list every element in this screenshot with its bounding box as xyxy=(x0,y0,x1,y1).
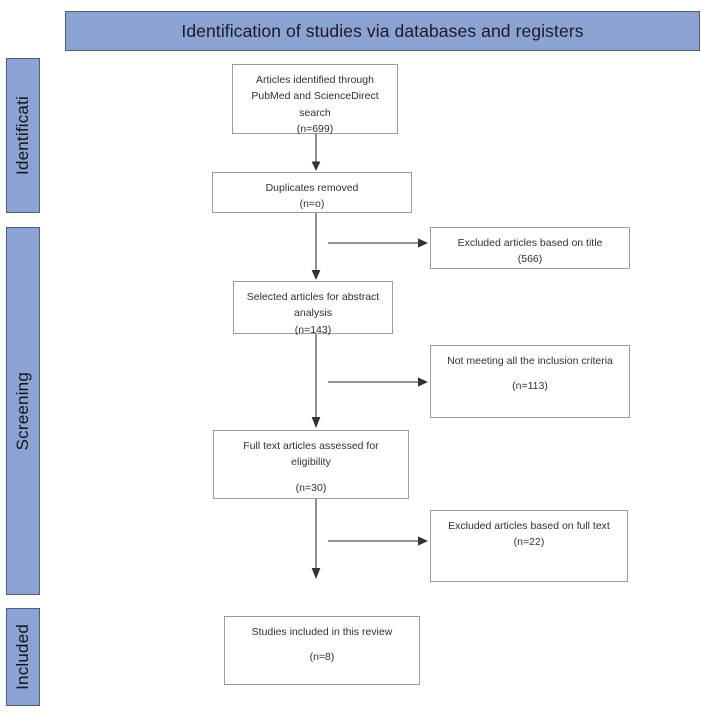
phase-bar-identification: Identificati xyxy=(6,58,40,213)
box-line: Articles identified through xyxy=(256,74,374,86)
flow-box-excluded-by-fulltext: Excluded articles based on full text (n=… xyxy=(430,510,628,582)
flow-box-studies-included: Studies included in this review (n=8) xyxy=(224,616,420,685)
phase-label-included: Included xyxy=(13,624,32,690)
box-count: (n=699) xyxy=(296,122,334,135)
flow-box-duplicates-removed: Duplicates removed (n=o) xyxy=(212,172,412,213)
connector-abstract-branch xyxy=(300,334,440,432)
phase-label-identification: Identificati xyxy=(13,96,32,175)
box-line: analysis xyxy=(294,307,332,320)
box-count: (n=o) xyxy=(299,198,325,211)
phase-label-screening: Screening xyxy=(13,371,32,451)
box-count: (n=113) xyxy=(512,380,548,393)
box-line: Excluded articles based on full text xyxy=(448,520,610,532)
flow-box-articles-identified: Articles identified through PubMed and S… xyxy=(232,64,398,135)
box-count: (n=8) xyxy=(309,651,335,664)
box-count: (566) xyxy=(517,253,543,266)
box-line: Studies included in this review xyxy=(251,626,393,638)
box-line: eligibility xyxy=(291,456,331,469)
box-line: Selected articles for abstract xyxy=(246,291,380,303)
diagram-title: Identification of studies via databases … xyxy=(181,20,584,41)
box-count: (n=22) xyxy=(513,536,545,549)
flow-box-abstract-analysis: Selected articles for abstract analysis … xyxy=(233,281,393,336)
box-line: Excluded articles based on title xyxy=(457,237,603,249)
box-line: PubMed and ScienceDirect xyxy=(251,90,379,103)
connector-duplicates-branch xyxy=(300,213,440,285)
box-count: (n=30) xyxy=(295,481,327,494)
connector-fulltext-branch xyxy=(300,499,440,583)
connector-identified-to-duplicates xyxy=(300,134,340,174)
box-line: search xyxy=(299,106,331,119)
box-line: Duplicates removed xyxy=(265,182,359,194)
flow-box-excluded-by-title: Excluded articles based on title (566) xyxy=(430,227,630,269)
box-line: Full text articles assessed for xyxy=(243,440,379,452)
box-line: Not meeting all the inclusion criteria xyxy=(447,355,613,367)
box-count: (n=143) xyxy=(294,323,332,336)
flow-box-not-meeting-criteria: Not meeting all the inclusion criteria (… xyxy=(430,345,630,418)
phase-bar-screening: Screening xyxy=(6,227,40,595)
flow-box-fulltext-assessed: Full text articles assessed for eligibil… xyxy=(213,430,409,499)
phase-bar-included: Included xyxy=(6,608,40,706)
diagram-header-banner: Identification of studies via databases … xyxy=(65,11,700,51)
